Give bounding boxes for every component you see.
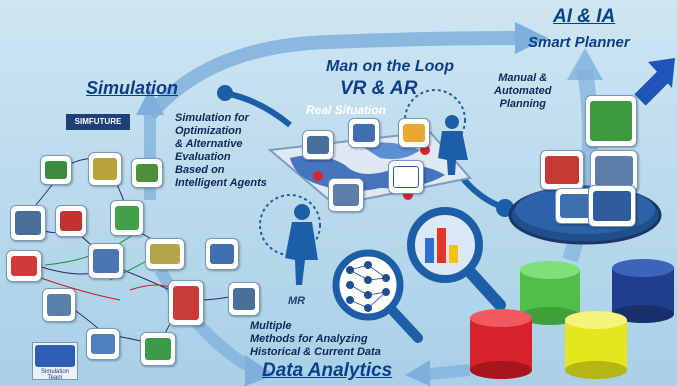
mr-label: MR <box>288 295 306 307</box>
simulation-caption-line: Optimization <box>175 125 242 137</box>
simulation-caption: Simulation for Optimization & Alternativ… <box>175 112 267 190</box>
planning-caption: Manual & Automated Planning <box>494 72 551 111</box>
planning-caption-line: Automated <box>494 85 552 97</box>
database-navy <box>612 259 674 323</box>
data-caption-line: Methods for Analyzing <box>250 333 368 345</box>
planning-caption-line: Manual & <box>498 72 548 84</box>
equipment-card[interactable] <box>145 238 185 270</box>
database-yellow <box>565 311 627 379</box>
planner-equipment-card[interactable] <box>585 95 637 147</box>
real-situation-label: Real Situation <box>306 103 387 117</box>
database-green <box>520 261 580 325</box>
planner-equipment-card[interactable] <box>540 150 584 190</box>
data-caption-line: Historical & Current Data <box>250 346 381 358</box>
map-card[interactable] <box>328 178 364 212</box>
equipment-card[interactable] <box>168 280 204 326</box>
equipment-card[interactable] <box>55 205 87 237</box>
data-analytics-title: Data Analytics <box>262 360 393 381</box>
man-on-loop-title: Man on the Loop <box>326 58 454 75</box>
simulation-caption-line: & Alternative <box>175 138 243 150</box>
map-card[interactable] <box>398 118 430 148</box>
equipment-card[interactable] <box>10 205 46 241</box>
simulation-caption-line: Intelligent Agents <box>175 177 267 189</box>
simulation-caption-line: Evaluation <box>175 151 231 163</box>
equipment-card[interactable] <box>88 152 122 186</box>
planner-equipment-card[interactable] <box>588 185 636 227</box>
equipment-card[interactable] <box>110 200 144 236</box>
data-caption-line: Multiple <box>250 320 292 332</box>
equipment-card[interactable] <box>205 238 239 270</box>
simfuture-logo-text: SIMFUTURE <box>74 117 122 126</box>
planning-caption-line: Planning <box>499 98 546 110</box>
map-card[interactable] <box>348 118 380 148</box>
data-caption: Multiple Methods for Analyzing Historica… <box>250 320 381 359</box>
map-card[interactable] <box>388 160 424 194</box>
simulation-title: Simulation <box>86 78 179 98</box>
smart-planner-title: Smart Planner <box>528 34 630 51</box>
equipment-card[interactable] <box>86 328 120 360</box>
map-card[interactable] <box>302 130 334 160</box>
simulation-team-logo: Simulation Team <box>32 342 78 381</box>
equipment-card[interactable] <box>228 282 260 316</box>
equipment-card[interactable] <box>40 155 72 185</box>
equipment-card[interactable] <box>6 250 42 282</box>
simfuture-logo: SIMFUTURE <box>66 114 130 130</box>
equipment-card[interactable] <box>42 288 76 322</box>
equipment-card[interactable] <box>140 332 176 366</box>
simulation-caption-line: Simulation for <box>175 112 249 124</box>
simulation-team-icon <box>35 345 75 367</box>
ai-ia-title: AI & IA <box>553 6 616 27</box>
simulation-team-logo-text: Simulation Team <box>40 369 69 381</box>
equipment-card[interactable] <box>131 158 163 188</box>
database-red <box>470 309 532 379</box>
vr-ar-title: VR & AR <box>340 78 418 99</box>
simulation-caption-line: Based on <box>175 164 225 176</box>
equipment-card[interactable] <box>88 243 124 279</box>
